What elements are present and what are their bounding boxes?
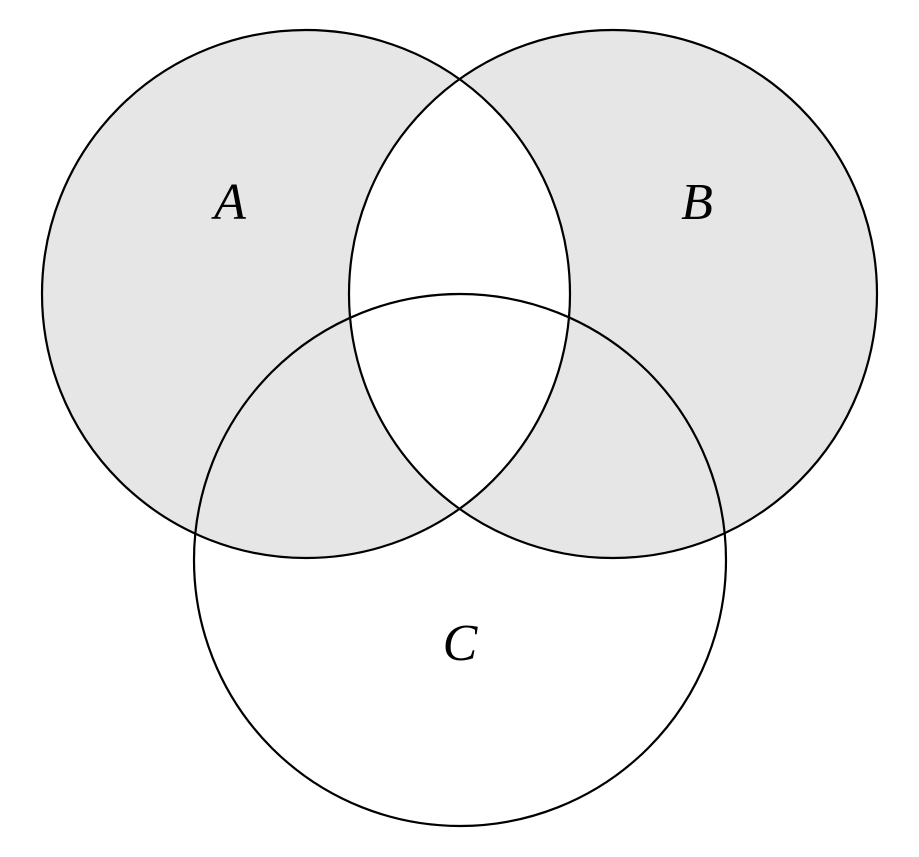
set-circle-b [347, 28, 879, 560]
set-label-a: A [211, 174, 246, 231]
set-circle-c [192, 292, 728, 828]
set-label-b: B [681, 174, 713, 231]
set-circle-a [40, 28, 572, 560]
set-label-c: C [443, 615, 479, 672]
